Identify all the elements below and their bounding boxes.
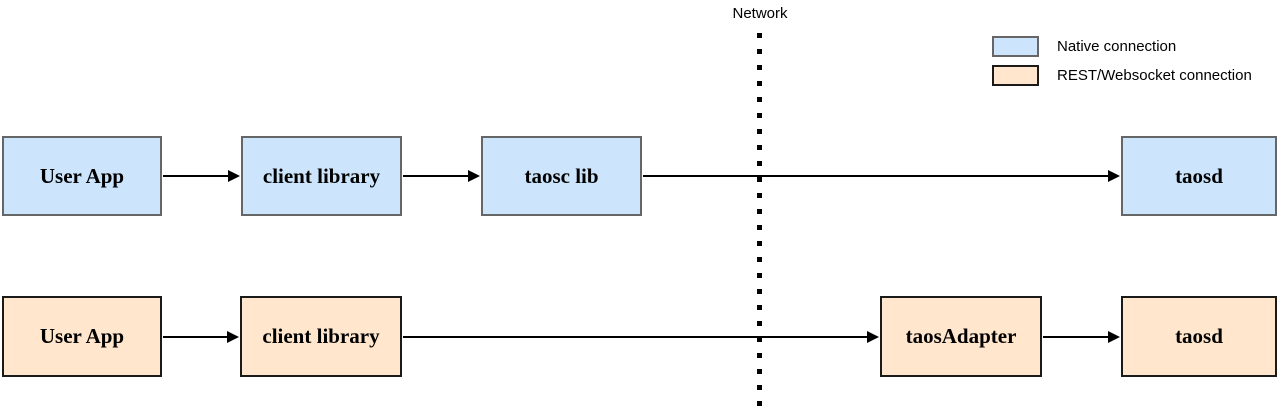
legend-label-native: Native connection bbox=[1057, 38, 1177, 55]
native-connection-swatch bbox=[992, 36, 1039, 57]
node-taosd-rest: taosd bbox=[1121, 296, 1277, 377]
arrow-taosadapter-to-taosd bbox=[1043, 331, 1120, 343]
node-user-app-native: User App bbox=[2, 136, 162, 216]
arrow-userapp-to-clientlibrary-rest bbox=[163, 331, 239, 343]
node-client-library-rest: client library bbox=[240, 296, 402, 377]
network-label: Network bbox=[732, 5, 788, 22]
node-taosd-native: taosd bbox=[1121, 136, 1277, 216]
node-taosc-lib: taosc lib bbox=[481, 136, 642, 216]
node-taos-adapter: taosAdapter bbox=[880, 296, 1042, 377]
node-client-library-native: client library bbox=[241, 136, 402, 216]
arrow-userapp-to-clientlibrary-native bbox=[163, 170, 240, 182]
arrow-taosclib-to-taosd bbox=[643, 170, 1120, 182]
legend-item-rest: REST/Websocket connection bbox=[992, 65, 1252, 86]
network-divider-dotted-line bbox=[757, 33, 762, 409]
rest-connection-swatch bbox=[992, 65, 1039, 86]
arrow-clientlibrary-to-taosadapter bbox=[403, 331, 879, 343]
legend-item-native: Native connection bbox=[992, 36, 1176, 57]
arrow-clientlibrary-to-taosclib bbox=[403, 170, 480, 182]
node-user-app-rest: User App bbox=[2, 296, 162, 377]
legend-label-rest: REST/Websocket connection bbox=[1057, 67, 1252, 84]
